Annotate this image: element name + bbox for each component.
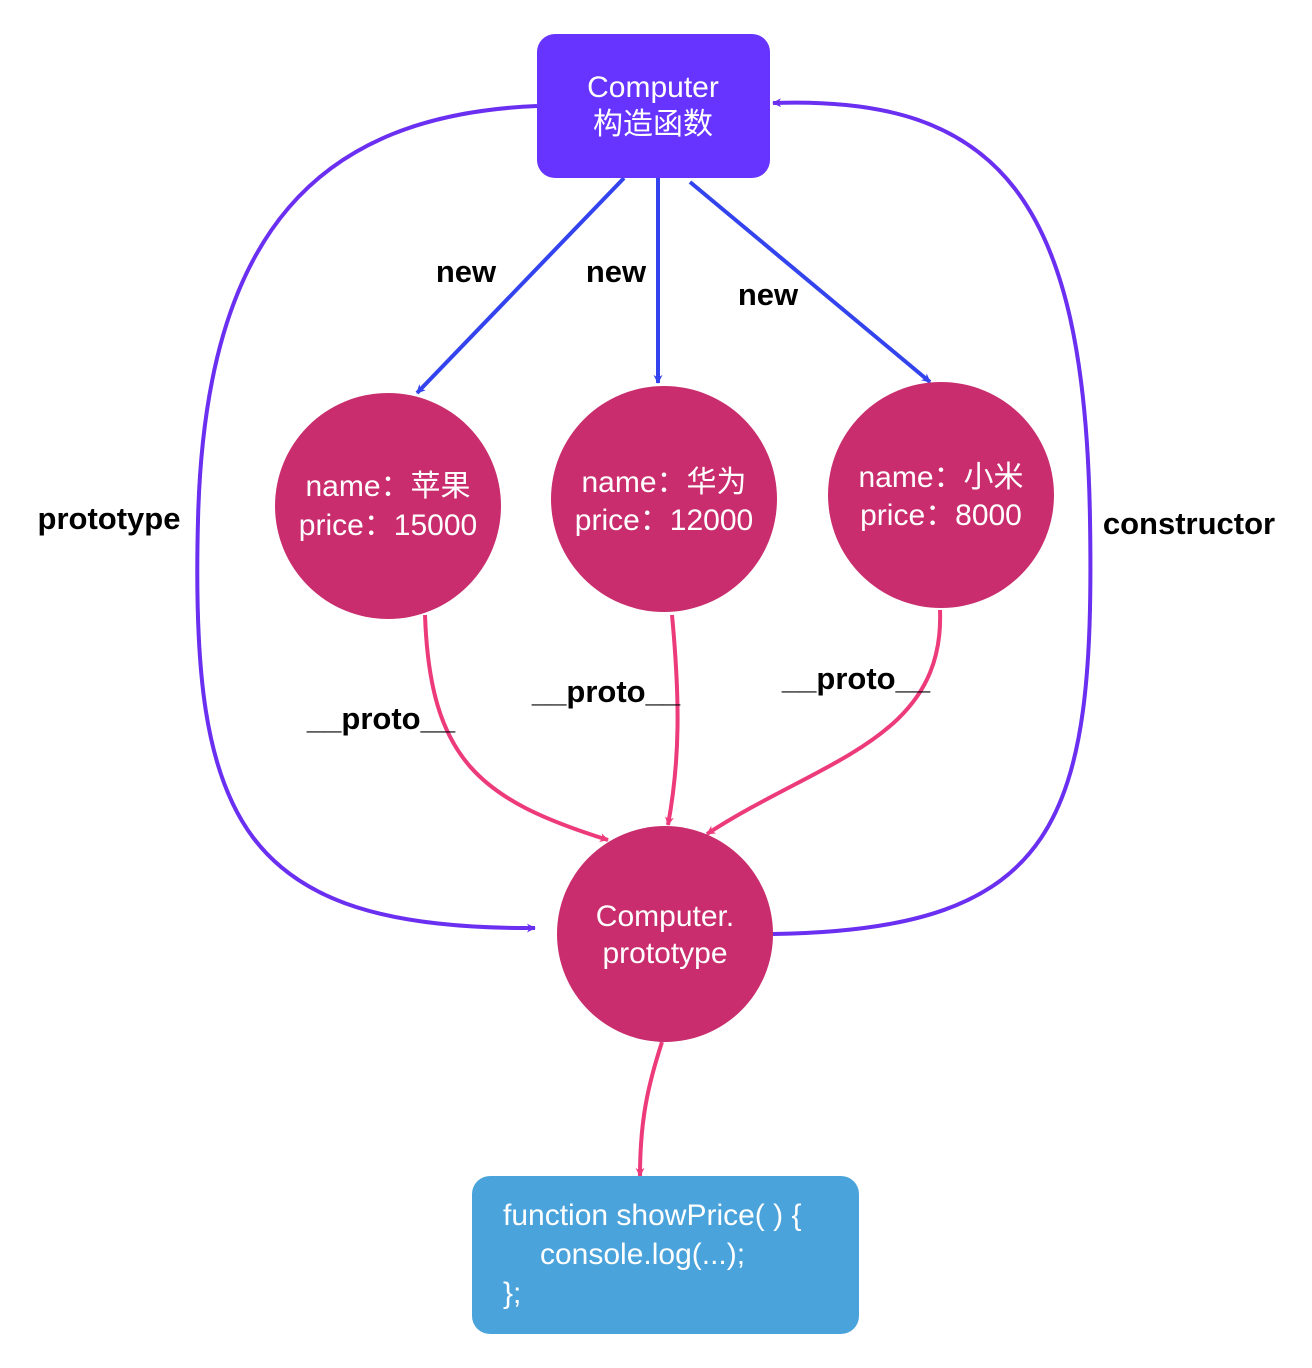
constructor-edge [772, 98, 1093, 936]
instance-name: name：小米 [858, 461, 1023, 494]
instance-price: price：12000 [575, 504, 753, 537]
prototype-node: Computer. prototype [557, 826, 773, 1042]
proto-edge-3 [705, 609, 943, 836]
new-edge-1 [415, 176, 626, 395]
instance-name: name：华为 [581, 466, 746, 499]
proto-edge-1 [423, 614, 609, 842]
prototype-to-code-edge [635, 1041, 664, 1177]
prototype-line1: Computer. [596, 900, 734, 933]
prototype-edge [195, 104, 538, 933]
constructor-name: Computer [587, 71, 719, 104]
proto-label-2: __proto__ [531, 674, 681, 709]
code-line-2: console.log(...); [540, 1238, 745, 1271]
instance-name: name：苹果 [305, 470, 470, 503]
code-node: function showPrice( ) { console.log(...)… [472, 1176, 859, 1334]
constructor-label: constructor [1103, 506, 1275, 541]
proto-edge-2 [665, 614, 680, 826]
prototype-label: prototype [38, 501, 181, 536]
instance-node-xiaomi: name：小米 price：8000 [828, 382, 1054, 608]
constructor-node: Computer 构造函数 [537, 34, 770, 178]
new-label-1: new [436, 254, 497, 289]
instance-node-huawei: name：华为 price：12000 [551, 386, 777, 612]
proto-label-3: __proto__ [781, 661, 931, 696]
instance-price: price：8000 [860, 499, 1022, 532]
instance-price: price：15000 [299, 509, 477, 542]
new-label-2: new [586, 254, 647, 289]
new-edge-3 [688, 180, 932, 384]
prototype-line2: prototype [602, 937, 727, 970]
new-label-3: new [738, 277, 799, 312]
instance-node-apple: name：苹果 price：15000 [275, 393, 501, 619]
code-line-1: function showPrice( ) { [503, 1199, 801, 1232]
proto-label-1: __proto__ [306, 701, 456, 736]
constructor-subtitle: 构造函数 [593, 108, 713, 141]
code-line-3: }; [503, 1277, 521, 1310]
